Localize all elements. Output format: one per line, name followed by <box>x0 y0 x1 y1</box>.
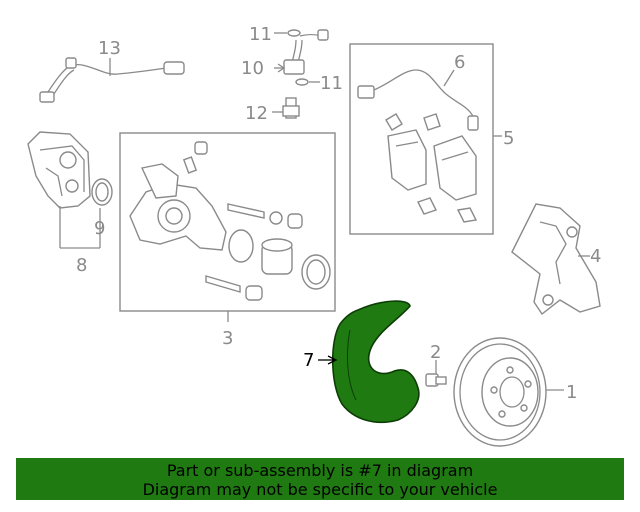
callout-13: 13 <box>98 38 121 59</box>
callout-2: 2 <box>430 342 441 363</box>
callout-4: 4 <box>590 246 601 267</box>
callout-10: 10 <box>241 58 264 79</box>
callout-9: 9 <box>94 218 105 239</box>
part-4-caliper-bracket[interactable]: 4 <box>511 203 601 316</box>
part-11-washer-lower[interactable]: 11 <box>295 73 343 94</box>
part-11-washer-upper[interactable]: 11 <box>249 24 301 45</box>
part-13-speed-sensor-harness[interactable]: 13 <box>39 38 185 103</box>
part-3-caliper-kit[interactable]: 3 <box>119 132 336 349</box>
part-9-seal[interactable]: 9 <box>91 178 113 248</box>
part-12-bolt[interactable]: 12 <box>245 97 300 124</box>
part-8-caliper-assembly[interactable]: 8 <box>27 131 100 276</box>
info-banner: Part or sub-assembly is #7 in diagram Di… <box>16 458 624 500</box>
callout-11-upper: 11 <box>249 24 272 45</box>
part-1-brake-rotor[interactable]: 1 <box>453 337 577 447</box>
callout-3: 3 <box>222 328 233 349</box>
part-6-pad-wear-sensor[interactable]: 6 <box>357 52 479 131</box>
callout-6: 6 <box>454 52 465 73</box>
callout-12: 12 <box>245 103 268 124</box>
banner-line-2: Diagram may not be specific to your vehi… <box>142 480 498 499</box>
callout-11-lower: 11 <box>320 73 343 94</box>
banner-line-1: Part or sub-assembly is #7 in diagram <box>166 461 474 480</box>
part-7-splash-shield[interactable]: 7 <box>303 300 420 424</box>
part-10-brake-hose[interactable]: 10 <box>241 29 329 79</box>
callout-7: 7 <box>303 350 314 371</box>
part-5-pad-kit[interactable]: 5 <box>349 43 514 235</box>
callout-5: 5 <box>503 128 514 149</box>
parts-diagram: 13 10 11 11 12 8 <box>27 24 601 447</box>
callout-8: 8 <box>76 255 87 276</box>
callout-1: 1 <box>566 382 577 403</box>
part-2-bolt[interactable]: 2 <box>425 342 447 387</box>
